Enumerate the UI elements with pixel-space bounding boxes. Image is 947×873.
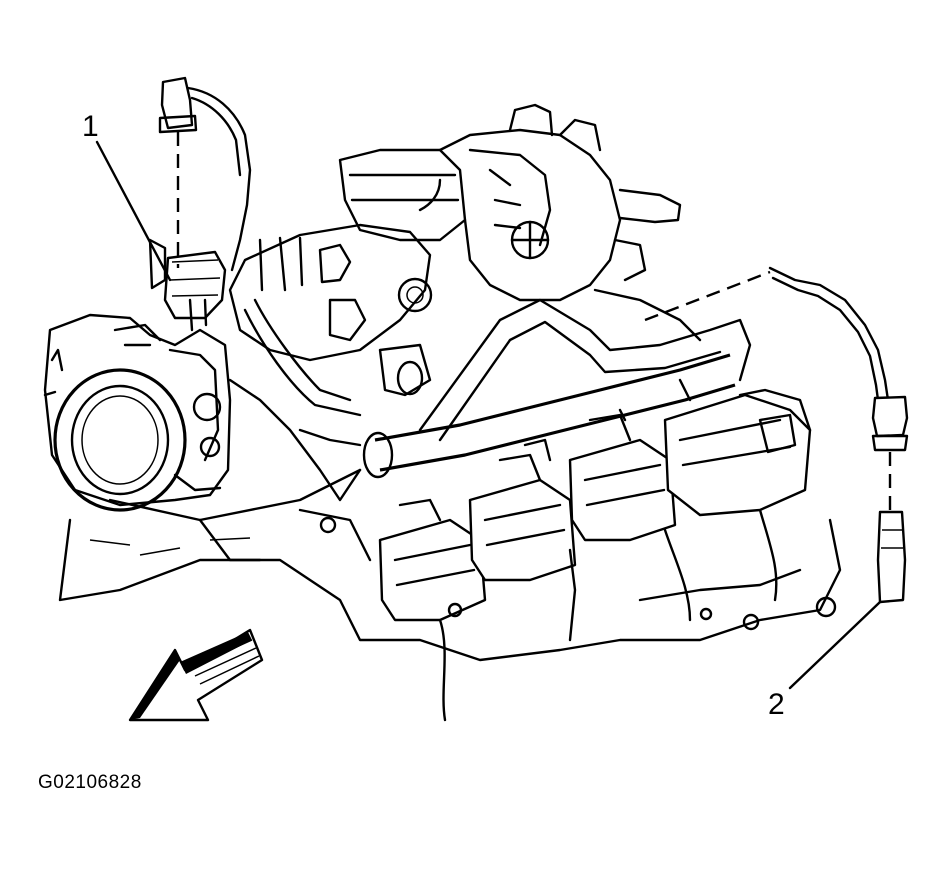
intake-manifold bbox=[228, 223, 433, 562]
ignition-coils bbox=[378, 378, 812, 722]
upper-components bbox=[338, 103, 702, 342]
callout-label-1: 1 bbox=[82, 110, 99, 143]
fuel-rail bbox=[362, 298, 752, 479]
callout-label-2: 2 bbox=[768, 688, 785, 721]
front-direction-arrow bbox=[128, 628, 264, 722]
callout-leaders bbox=[95, 140, 882, 690]
sensor-2-assembly bbox=[644, 266, 909, 604]
figure-id-label: G02106828 bbox=[38, 772, 142, 793]
throttle-body bbox=[43, 313, 232, 512]
sensor-1-assembly bbox=[148, 76, 252, 332]
